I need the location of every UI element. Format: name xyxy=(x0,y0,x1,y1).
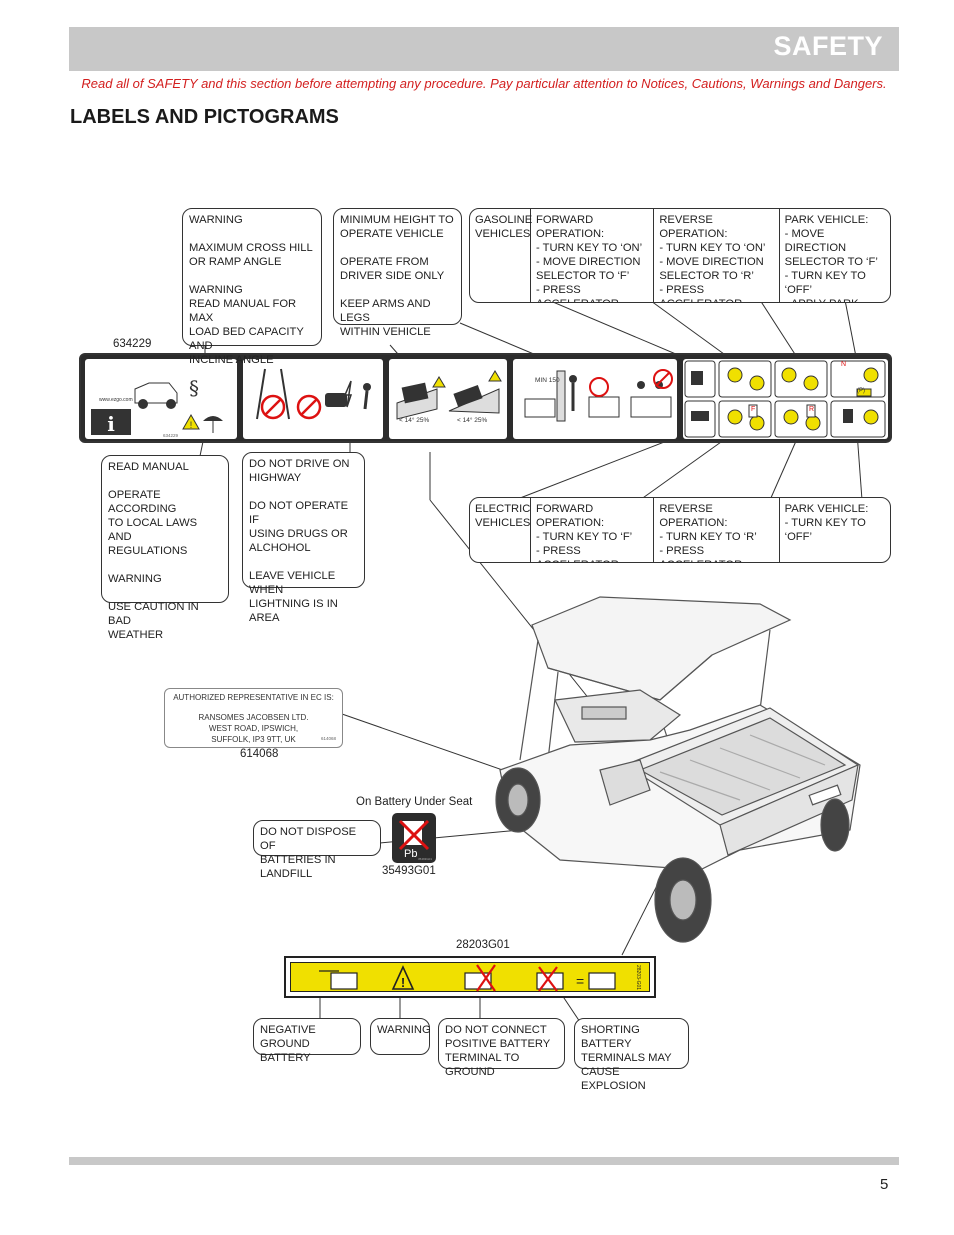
section-title: LABELS AND PICTOGRAMS xyxy=(70,106,339,128)
ec-line-1: RANSOMES JACOBSEN LTD. xyxy=(198,713,309,722)
decal-panel-highway-drugs xyxy=(243,359,383,439)
battery-disposal-decal: Pb 35493G01 xyxy=(392,813,436,863)
section-symbol-icon: § xyxy=(189,376,199,400)
callout-do-not-connect: DO NOT CONNECT POSITIVE BATTERY TERMINAL… xyxy=(438,1018,565,1078)
callout-read-manual: READ MANUAL OPERATE ACCORDING TO LOCAL L… xyxy=(101,455,229,641)
gasoline-park: PARK VEHICLE: - MOVE DIRECTION SELECTOR … xyxy=(784,214,878,302)
callout-cross-hill-warning: WARNING MAXIMUM CROSS HILL OR RAMP ANGLE… xyxy=(182,208,322,366)
selector-r-label: R xyxy=(809,406,815,413)
gasoline-reverse: REVERSE OPERATION: - TURN KEY TO ‘ON’ - … xyxy=(654,209,780,302)
min-height-label: MIN 150 xyxy=(535,377,560,384)
manual-pictogram: i § ! xyxy=(91,376,223,436)
main-decal-634229: i § ! www.ezgo.com 634229 xyxy=(79,353,892,443)
gasoline-operation-table: GASOLINE VEHICLES FORWARD OPERATION: - T… xyxy=(469,208,891,303)
utility-vehicle-illustration xyxy=(495,596,861,943)
strip-small-code: 28203-G01 xyxy=(635,965,641,991)
battery-strip-code: 28203G01 xyxy=(456,939,510,951)
battery-location-label: On Battery Under Seat xyxy=(356,796,473,808)
electric-forward: FORWARD OPERATION: - TURN KEY TO ‘F’ - P… xyxy=(531,498,655,562)
svg-text:!: ! xyxy=(401,975,405,990)
seating-pictograms xyxy=(524,369,673,422)
battery-warning-strip: ! = 28203-G01 xyxy=(284,956,656,998)
decal-panel-operation: N F R (P) xyxy=(683,359,888,439)
selector-n-label: N xyxy=(841,361,847,368)
angle-label-2: < 14° 25% xyxy=(457,417,488,424)
electric-reverse: REVERSE OPERATION: - TURN KEY TO ‘R’ - P… xyxy=(654,498,780,562)
incline-pictograms xyxy=(396,370,502,420)
svg-text:=: = xyxy=(576,973,584,989)
crossed-bin-icon xyxy=(398,819,430,851)
pb-label: Pb xyxy=(404,848,418,860)
ec-representative-decal: AUTHORIZED REPRESENTATIVE IN EC IS: RANS… xyxy=(164,688,343,748)
operation-pictograms xyxy=(684,360,886,438)
intro-notice: Read all of SAFETY and this section befo… xyxy=(81,76,887,91)
main-decal-code: 634229 xyxy=(113,338,152,350)
park-p-label: (P) xyxy=(857,388,865,394)
callout-min-height: MINIMUM HEIGHT TO OPERATE VEHICLE OPERAT… xyxy=(333,208,462,338)
electric-vehicle-label: ELECTRIC VEHICLES xyxy=(470,498,531,562)
callout-dispose-batteries: DO NOT DISPOSE OF BATTERIES IN LANDFILL xyxy=(253,820,381,880)
ec-line-3: SUFFOLK, IP3 9TT, UK xyxy=(211,735,296,744)
callout-warning: WARNING xyxy=(370,1018,431,1055)
footer-bar xyxy=(69,1157,899,1165)
website-text: www.ezgo.com xyxy=(99,397,133,403)
seat-decal-small-code: 35493G01 xyxy=(418,857,433,861)
ec-line-2: WEST ROAD, IPSWICH, xyxy=(208,724,299,733)
decal-small-code: 634229 xyxy=(163,433,179,438)
svg-text:!: ! xyxy=(190,420,193,430)
prohibition-pictograms xyxy=(256,368,371,420)
decal-panel-manual: i § ! www.ezgo.com 634229 xyxy=(85,359,237,439)
gasoline-vehicle-label: GASOLINE VEHICLES xyxy=(470,209,532,302)
header-bar: SAFETY xyxy=(69,27,899,71)
electric-park: PARK VEHICLE: - TURN KEY TO ‘OFF’ xyxy=(784,503,869,543)
ec-title: AUTHORIZED REPRESENTATIVE IN EC IS: xyxy=(173,693,334,702)
electric-operation-table: ELECTRIC VEHICLES FORWARD OPERATION: - T… xyxy=(469,497,891,563)
page-header-title: SAFETY xyxy=(773,31,883,61)
callout-shorting-battery: SHORTING BATTERY TERMINALS MAY CAUSE EXP… xyxy=(574,1018,689,1092)
ec-decal-code: 614068 xyxy=(240,748,279,760)
battery-strip-pictograms: ! = xyxy=(319,964,616,992)
selector-f-label: F xyxy=(751,406,756,413)
svg-text:i: i xyxy=(107,412,115,436)
callout-negative-ground: NEGATIVE GROUND BATTERY xyxy=(253,1018,361,1064)
decal-panel-incline: < 14° 25% < 14° 25% xyxy=(389,359,507,439)
angle-label-1: < 14° 25% xyxy=(399,417,430,424)
callout-do-not-drive: DO NOT DRIVE ON HIGHWAY DO NOT OPERATE I… xyxy=(242,452,365,624)
ec-small-code: 614068 xyxy=(320,736,336,741)
battery-seat-code: 35493G01 xyxy=(382,865,436,877)
page-number: 5 xyxy=(880,1176,889,1193)
gasoline-forward: FORWARD OPERATION: - TURN KEY TO ‘ON’ - … xyxy=(531,209,655,302)
decal-panel-height-seating: MIN 150 xyxy=(513,359,677,439)
